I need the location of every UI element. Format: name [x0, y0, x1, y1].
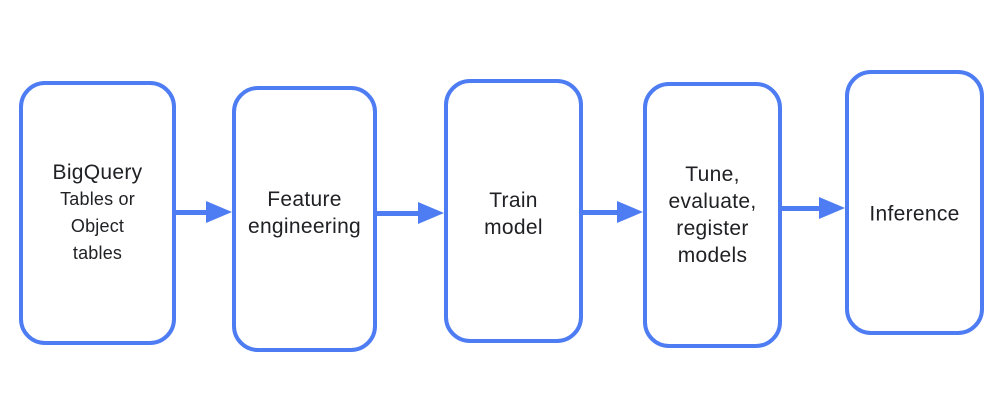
node-feature-engineering: Feature engineering	[232, 86, 377, 352]
node-inference: Inference	[845, 70, 984, 335]
node-subtitle: Tables or Object tables	[60, 189, 135, 263]
node-label-wrap: Tune, evaluate, register models	[647, 161, 778, 269]
node-label-wrap: Feature engineering	[236, 186, 373, 240]
flow-arrow-right-icon	[782, 197, 845, 219]
arrow-shaft	[583, 209, 617, 215]
arrow-head	[206, 201, 232, 223]
node-train-model: Train model	[444, 79, 583, 343]
arrow-shaft	[782, 205, 819, 211]
arrow-shaft	[176, 209, 206, 215]
node-bigquery-tables: BigQuery Tables or Object tables	[19, 81, 176, 345]
node-label-wrap: BigQuery Tables or Object tables	[23, 159, 172, 267]
node-label-wrap: Inference	[849, 200, 980, 227]
flow-arrow-right-icon	[583, 201, 643, 223]
node-title: Feature engineering	[247, 188, 362, 238]
flow-arrow-right-icon	[377, 202, 444, 224]
arrow-head	[418, 202, 444, 224]
node-title: Train model	[484, 189, 543, 239]
node-title: Tune, evaluate, register models	[668, 163, 757, 267]
arrow-head	[617, 201, 643, 223]
node-title: BigQuery	[52, 161, 143, 184]
arrow-shaft	[377, 210, 418, 216]
node-title: Inference	[869, 202, 960, 225]
flow-arrow-right-icon	[176, 201, 232, 223]
arrow-head	[819, 197, 845, 219]
node-label-wrap: Train model	[448, 187, 579, 241]
node-tune-evaluate-register: Tune, evaluate, register models	[643, 82, 782, 348]
